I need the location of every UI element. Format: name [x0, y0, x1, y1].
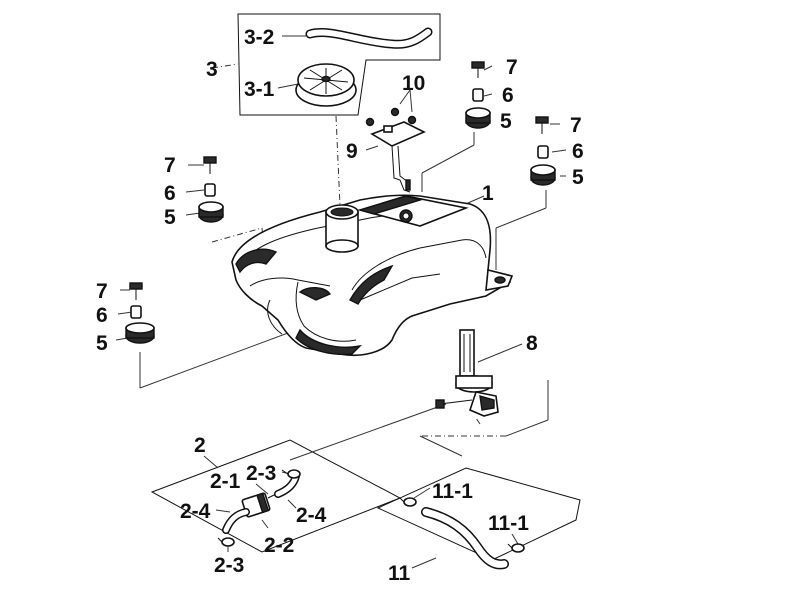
- kit-box-11: [376, 467, 581, 561]
- mount-set-top-center: [465, 61, 491, 129]
- callout-2-3-bottom: 2-3: [214, 554, 244, 577]
- callout-6-right: 6: [572, 140, 584, 163]
- callout-9: 9: [346, 140, 358, 163]
- mount-set-right: [530, 116, 556, 186]
- callout-3: 3: [206, 58, 218, 81]
- callout-5-top: 5: [500, 110, 512, 133]
- callout-8: 8: [526, 332, 538, 355]
- callout-labels: 3-2 3 3-1 10 9 7 6 5 7 6 5 1 7 6 5 7 6 5…: [96, 26, 584, 585]
- bracket-screws: [365, 107, 417, 127]
- callout-2-2: 2-2: [264, 534, 294, 557]
- drain-hose-clip-left: [399, 497, 417, 507]
- mount-set-left-upper: [198, 156, 224, 223]
- hose-clip-top: [281, 469, 301, 479]
- callout-7-left: 7: [164, 154, 176, 177]
- callout-5-left: 5: [164, 206, 176, 229]
- drain-hose-clip-right: [507, 543, 525, 553]
- callout-7-lower: 7: [96, 280, 108, 303]
- fuel-hose-short-left: [222, 508, 250, 534]
- callout-11-1-right: 11-1: [488, 512, 529, 535]
- callout-1: 1: [482, 182, 494, 205]
- fuel-cap: [295, 63, 357, 107]
- mount-set-left-lower: [125, 282, 155, 344]
- callout-2-4-right: 2-4: [296, 504, 327, 527]
- callout-3-2: 3-2: [244, 26, 274, 49]
- callout-10: 10: [402, 72, 425, 95]
- fuel-valve: [435, 329, 499, 417]
- callout-2-1: 2-1: [210, 470, 241, 493]
- drain-hose: [421, 507, 509, 570]
- callout-7-right: 7: [570, 114, 582, 137]
- callout-2-3-top: 2-3: [246, 462, 276, 485]
- callout-2: 2: [194, 434, 206, 457]
- callout-6-left: 6: [164, 182, 176, 205]
- callout-6-lower: 6: [96, 304, 108, 327]
- callout-6-top: 6: [502, 84, 514, 107]
- fuel-pump-bracket: [370, 121, 426, 193]
- callout-5-right: 5: [572, 166, 584, 189]
- callout-11: 11: [388, 562, 411, 585]
- breather-hose: [305, 27, 433, 49]
- kit-box-3: [211, 13, 441, 116]
- callout-2-4-left: 2-4: [180, 500, 211, 523]
- fuel-tank: [231, 194, 514, 356]
- callout-5-lower: 5: [96, 332, 108, 355]
- callout-3-1: 3-1: [244, 78, 275, 101]
- callout-11-1-left: 11-1: [432, 480, 473, 503]
- callout-7-top: 7: [506, 56, 518, 79]
- hose-clip-bottom: [217, 537, 235, 547]
